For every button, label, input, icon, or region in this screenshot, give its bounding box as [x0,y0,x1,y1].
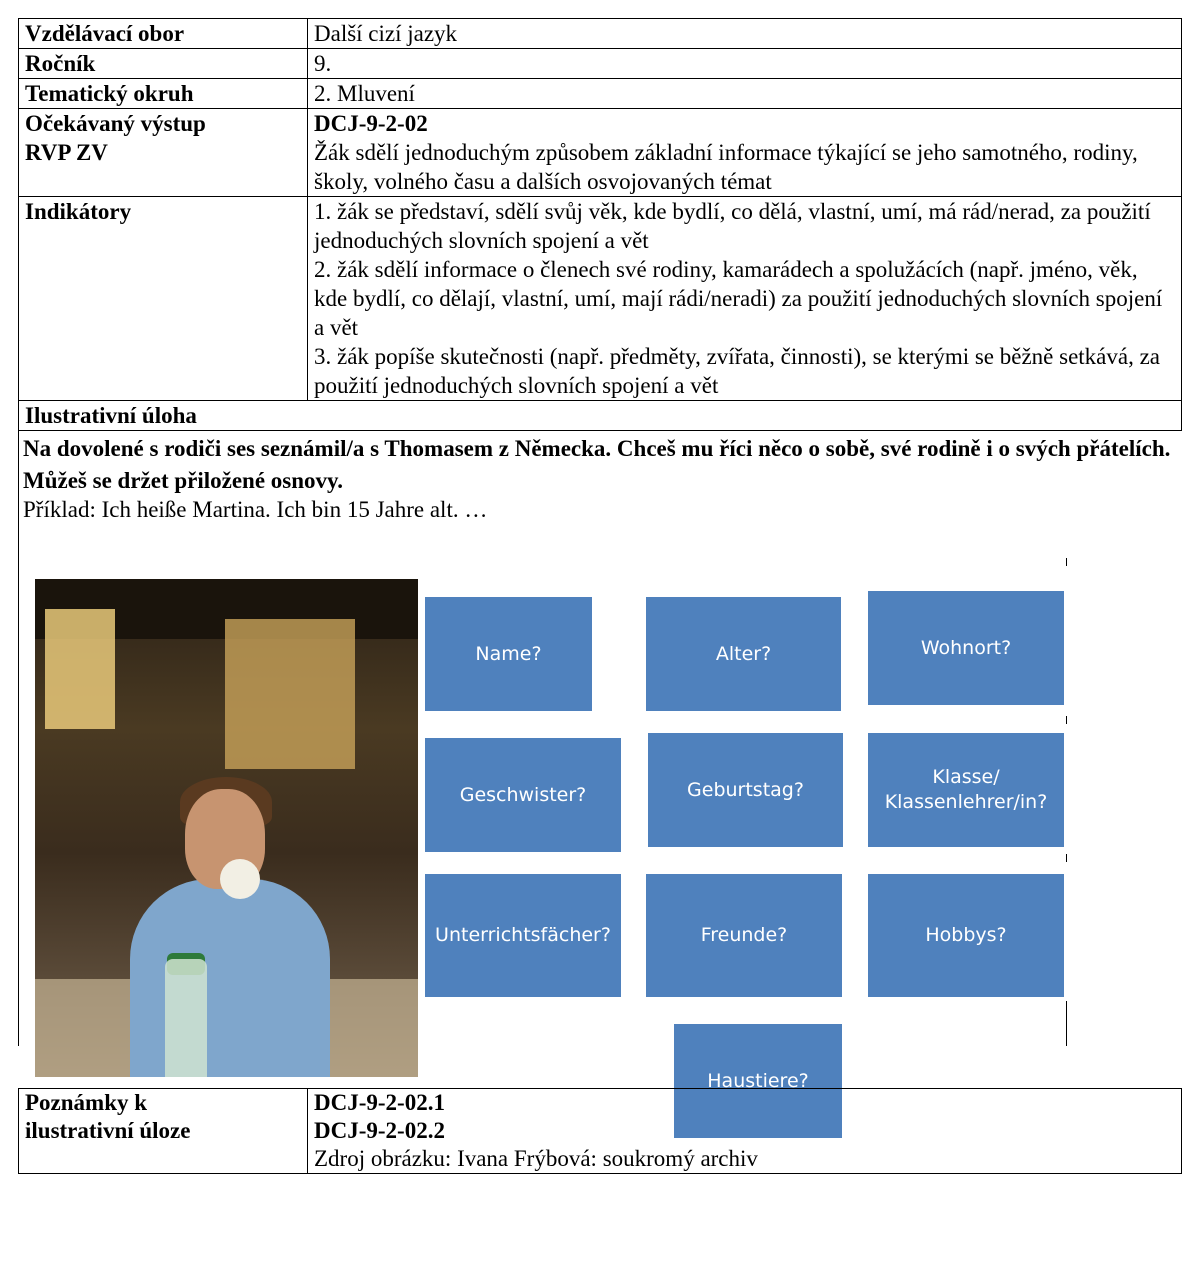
tile-unterrichtsfaecher: Unterrichtsfächer? [425,874,621,997]
tile-klasse: Klasse/ Klassenlehrer/in? [868,733,1064,847]
notes-label: Poznámky k ilustrativní úloze [18,1088,308,1174]
table-row: Tematický okruh 2. Mluvení [18,78,1182,109]
image-source: Zdroj obrázku: Ivana Frýbová: soukromý a… [314,1146,758,1171]
outcome-text: Žák sdělí jednoduchým způsobem základní … [314,140,1138,194]
task-question: Na dovolené s rodiči ses seznámil/a s Th… [23,436,1171,493]
notes-code: DCJ-9-2-02.2 [314,1118,445,1143]
info-table: Vzdělávací obor Další cizí jazyk Ročník … [18,18,1182,401]
outcome-label-line2: RVP ZV [25,140,108,165]
task-heading: Ilustrativní úloha [18,401,1182,431]
row-value: 2. Mluvení [307,78,1182,109]
notes-code: DCJ-9-2-02.1 [314,1090,445,1115]
document: Vzdělávací obor Další cizí jazyk Ročník … [18,18,1182,1138]
row-label: Ročník [18,48,308,79]
task-section: Na dovolené s rodiči ses seznámil/a s Th… [18,431,1182,1138]
table-row: Poznámky k ilustrativní úloze DCJ-9-2-02… [18,1088,1182,1174]
divider [1066,558,1067,566]
outcome-label-line1: Očekávaný výstup [25,111,206,136]
table-row: Indikátory 1. žák se představí, sdělí sv… [18,196,1182,401]
divider [1066,1001,1067,1046]
row-value: 9. [307,48,1182,79]
table-row: Ročník 9. [18,48,1182,79]
notes-table: Poznámky k ilustrativní úloze DCJ-9-2-02… [18,1088,1182,1174]
indicator-item: 3. žák popíše skutečnosti (např. předmět… [314,344,1161,398]
tile-freunde: Freunde? [646,874,842,997]
indicators-label: Indikátory [18,196,308,401]
indicator-item: 2. žák sdělí informace o členech své rod… [314,257,1163,340]
divider [1066,854,1067,862]
row-label: Vzdělávací obor [18,18,308,49]
notes-label-line1: Poznámky k [25,1090,148,1115]
outcome-code: DCJ-9-2-02 [314,111,428,136]
indicator-item: 1. žák se představí, sdělí svůj věk, kde… [314,199,1151,253]
tile-wohnort: Wohnort? [868,591,1064,705]
outcome-value: DCJ-9-2-02 Žák sdělí jednoduchým způsobe… [307,108,1182,197]
tile-geburtstag: Geburtstag? [648,733,843,847]
tile-hobbys: Hobbys? [868,874,1064,997]
row-label: Tematický okruh [18,78,308,109]
row-value: Další cizí jazyk [307,18,1182,49]
tile-alter: Alter? [646,597,841,711]
divider [1066,716,1067,724]
tile-name: Name? [425,597,592,711]
outcome-label: Očekávaný výstup RVP ZV [18,108,308,197]
boy-eating-ice-cream-photo [35,579,418,1077]
indicators-list: 1. žák se představí, sdělí svůj věk, kde… [307,196,1182,401]
tile-geschwister: Geschwister? [425,738,621,852]
notes-content: DCJ-9-2-02.1 DCJ-9-2-02.2 Zdroj obrázku:… [307,1088,1182,1174]
table-row: Očekávaný výstup RVP ZV DCJ-9-2-02 Žák s… [18,108,1182,197]
notes-label-line2: ilustrativní úloze [25,1118,191,1143]
table-row: Vzdělávací obor Další cizí jazyk [18,18,1182,49]
notes-section: Poznámky k ilustrativní úloze DCJ-9-2-02… [18,1088,1182,1174]
task-example: Příklad: Ich heiße Martina. Ich bin 15 J… [23,497,488,522]
